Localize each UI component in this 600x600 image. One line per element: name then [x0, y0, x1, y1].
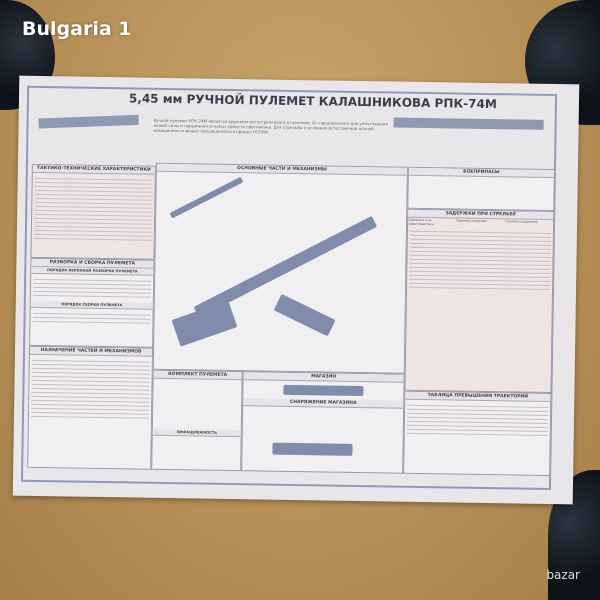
- magazine-part: [273, 293, 336, 337]
- trajectory-table: ТАБЛИЦА ПРЕВЫШЕНИЯ ТРАЕКТОРИЙ: [403, 390, 552, 477]
- stock-part: [171, 300, 238, 347]
- ammo-section: БОЕПРИПАСЫ: [407, 166, 555, 212]
- column-header: Задержки и их характеристика: [408, 217, 434, 227]
- magazine-illustration: [283, 384, 364, 397]
- section-heading: СНАРЯЖЕНИЕ МАГАЗИНА: [243, 398, 404, 409]
- column-header: Способы устранения: [504, 219, 538, 224]
- section-heading: МАГАЗИН: [243, 372, 404, 383]
- seller-watermark: Bulgaria 1: [22, 18, 132, 40]
- purpose-section: НАЗНАЧЕНИЕ ЧАСТЕЙ И МЕХАНИЗМОВ: [27, 345, 154, 470]
- kit-section: КОМПЛЕКТ ПУЛЕМЕТА ПРИНАДЛЕЖНОСТЬ: [151, 369, 243, 472]
- specs-table: ТАКТИКО-ТЕХНИЧЕСКИЕ ХАРАКТЕРИСТИКИ: [30, 163, 156, 260]
- rpk-74m-poster: 5,45 мм РУЧНОЙ ПУЛЕМЕТ КАЛАШНИКОВА РПК-7…: [12, 75, 580, 505]
- section-heading: ОСНОВНЫЕ ЧАСТИ И МЕХАНИЗМЫ: [156, 163, 407, 176]
- barrel-part: [169, 176, 244, 219]
- main-parts-section: ОСНОВНЫЕ ЧАСТИ И МЕХАНИЗМЫ: [152, 162, 408, 374]
- section-heading: КОМПЛЕКТ ПУЛЕМЕТА: [153, 370, 242, 381]
- stoppages-table: ЗАДЕРЖКИ ПРИ СТРЕЛЬБЕ Задержки и их хара…: [404, 208, 555, 394]
- section-subheading: ПРИНАДЛЕЖНОСТЬ: [152, 428, 241, 438]
- column-header: Причины задержек: [456, 218, 488, 223]
- site-logo: bazar: [546, 568, 580, 582]
- magazine-loading-illustration: [272, 442, 353, 456]
- disassembly-section: РАЗБОРКА И СБОРКА ПУЛЕМЕТА ПОРЯДОК НЕПОЛ…: [29, 257, 155, 348]
- section-heading: БОЕПРИПАСЫ: [408, 167, 554, 179]
- magazine-section: МАГАЗИН СНАРЯЖЕНИЕ МАГАЗИНА: [241, 371, 405, 474]
